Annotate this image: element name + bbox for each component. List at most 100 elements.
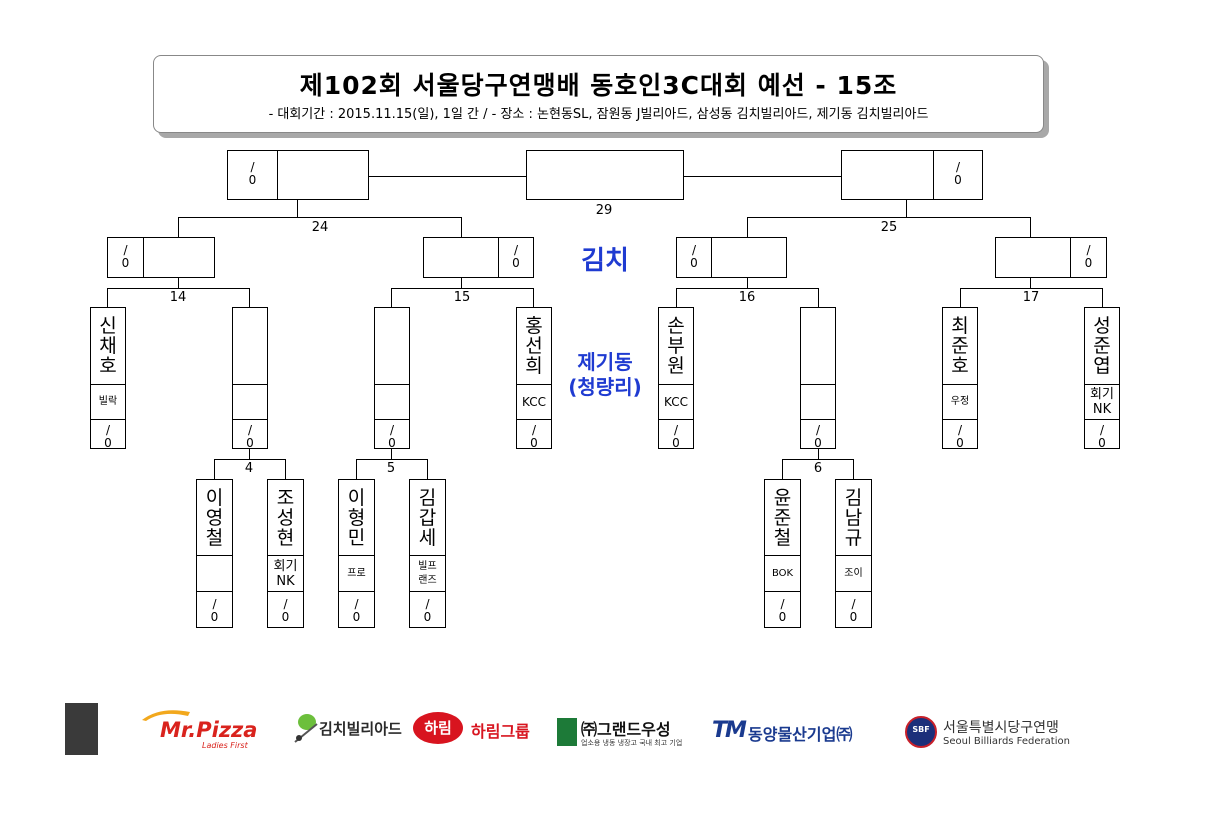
- grand-logo: ㈜그랜드우성 업소용 냉동 냉장고 국내 최고 기업: [557, 716, 697, 752]
- player-name: 홍 선 희: [516, 307, 552, 385]
- player-name: 이 영 철: [196, 479, 233, 556]
- dongyang-mark: TM: [712, 718, 747, 743]
- page-title: 제102회 서울당구연맹배 동호인3C대회 예선 - 15조: [299, 71, 898, 100]
- bracket-slot: [711, 237, 787, 278]
- connector-line: [249, 288, 250, 307]
- connector-line: [391, 288, 534, 289]
- player-club: 프로: [338, 555, 375, 592]
- score-box: / 0: [676, 237, 712, 278]
- grand-leaf-icon: [557, 718, 577, 746]
- connector-line: [747, 278, 748, 288]
- page-subtitle: - 대회기간 : 2015.11.15(일), 1일 간 / - 장소 : 논현…: [268, 107, 929, 122]
- player-club: 우정: [942, 384, 978, 420]
- grand-text: ㈜그랜드우성: [581, 720, 671, 739]
- score-box: / 0: [232, 419, 268, 450]
- match-number: 17: [1022, 290, 1040, 305]
- score-box: / 0: [764, 591, 801, 628]
- connector-line: [1030, 278, 1031, 288]
- match-number: 4: [244, 461, 254, 476]
- harim-badge: 하림: [413, 712, 463, 744]
- harim-logo: 하림 하림그룹: [413, 712, 543, 748]
- player-name: 김 갑 세: [409, 479, 446, 556]
- connector-line: [369, 176, 526, 177]
- connector-line: [214, 459, 215, 479]
- score-box: / 0: [90, 419, 126, 450]
- bracket-slot: [277, 150, 369, 200]
- bracket-slot: [526, 150, 684, 200]
- connector-line: [676, 288, 819, 289]
- connector-line: [461, 217, 462, 237]
- dongyang-logo: TM 동양물산기업㈜: [712, 718, 892, 748]
- match-number: 24: [311, 220, 329, 235]
- mrpizza-text: Mr.Pizza: [160, 718, 258, 742]
- score-box: / 0: [516, 419, 552, 450]
- sbf-emblem-icon: [905, 716, 937, 748]
- match-number: 6: [813, 461, 823, 476]
- score-box: / 0: [942, 419, 978, 450]
- player-name: [232, 307, 268, 385]
- connector-line: [285, 459, 286, 479]
- connector-line: [747, 217, 1031, 218]
- connector-line: [391, 288, 392, 307]
- venue-sub-line1: 제기동: [577, 350, 633, 374]
- player-name: [374, 307, 410, 385]
- player-club: 빌락: [90, 384, 126, 420]
- score-box: / 0: [338, 591, 375, 628]
- connector-line: [356, 459, 428, 460]
- player-club: 조이: [835, 555, 872, 592]
- pizza-swoosh-icon: [142, 710, 190, 721]
- player-name: 이 형 민: [338, 479, 375, 556]
- kimchi-text: 김치빌리아드: [319, 720, 402, 738]
- player-club: 회기 NK: [267, 555, 304, 592]
- player-club: KCC: [516, 384, 552, 420]
- harim-text: 하림그룹: [471, 722, 530, 741]
- sbf-en-text: Seoul Billiards Federation: [943, 736, 1070, 747]
- score-box: / 0: [498, 237, 534, 278]
- score-box: / 0: [374, 419, 410, 450]
- match-number: 5: [386, 461, 396, 476]
- match-number: 25: [880, 220, 898, 235]
- player-club: BOK: [764, 555, 801, 592]
- match-number: 16: [738, 290, 756, 305]
- player-name: 최 준 호: [942, 307, 978, 385]
- kimchi-logo: 김치빌리아드: [293, 710, 403, 750]
- sbf-text: 서울특별시당구연맹: [943, 720, 1059, 736]
- match-number: 14: [169, 290, 187, 305]
- player-club: [232, 384, 268, 420]
- connector-line: [747, 217, 748, 237]
- grand-subtext: 업소용 냉동 냉장고 국내 최고 기업: [581, 739, 683, 747]
- connector-line: [782, 459, 854, 460]
- bracket-slot: [841, 150, 934, 200]
- connector-line: [853, 459, 854, 479]
- connector-line: [906, 200, 907, 217]
- player-name: 성 준 엽: [1084, 307, 1120, 385]
- player-name: 조 성 현: [267, 479, 304, 556]
- score-box: / 0: [196, 591, 233, 628]
- connector-line: [1030, 217, 1031, 237]
- score-box: / 0: [1070, 237, 1107, 278]
- connector-line: [107, 288, 108, 307]
- venue-main-label: 김치: [581, 246, 629, 276]
- score-box: / 0: [267, 591, 304, 628]
- connector-line: [249, 449, 250, 459]
- sbf-mark: SBF: [912, 725, 930, 734]
- connector-line: [427, 459, 428, 479]
- match-number: 15: [453, 290, 471, 305]
- connector-line: [960, 288, 961, 307]
- score-box: / 0: [1084, 419, 1120, 450]
- bracket-slot: [995, 237, 1071, 278]
- connector-line: [107, 288, 250, 289]
- score-box: / 0: [800, 419, 836, 450]
- score-box: / 0: [933, 150, 983, 200]
- connector-line: [533, 288, 534, 307]
- match-number: 29: [595, 203, 613, 218]
- connector-line: [676, 288, 677, 307]
- player-name: [800, 307, 836, 385]
- mrpizza-subtext: Ladies First: [202, 741, 248, 750]
- title-box: [153, 55, 1044, 133]
- connector-line: [391, 449, 392, 459]
- kimchi-cabbage-icon: [294, 714, 318, 743]
- connector-line: [782, 459, 783, 479]
- connector-line: [297, 200, 298, 217]
- player-name: 손 부 원: [658, 307, 694, 385]
